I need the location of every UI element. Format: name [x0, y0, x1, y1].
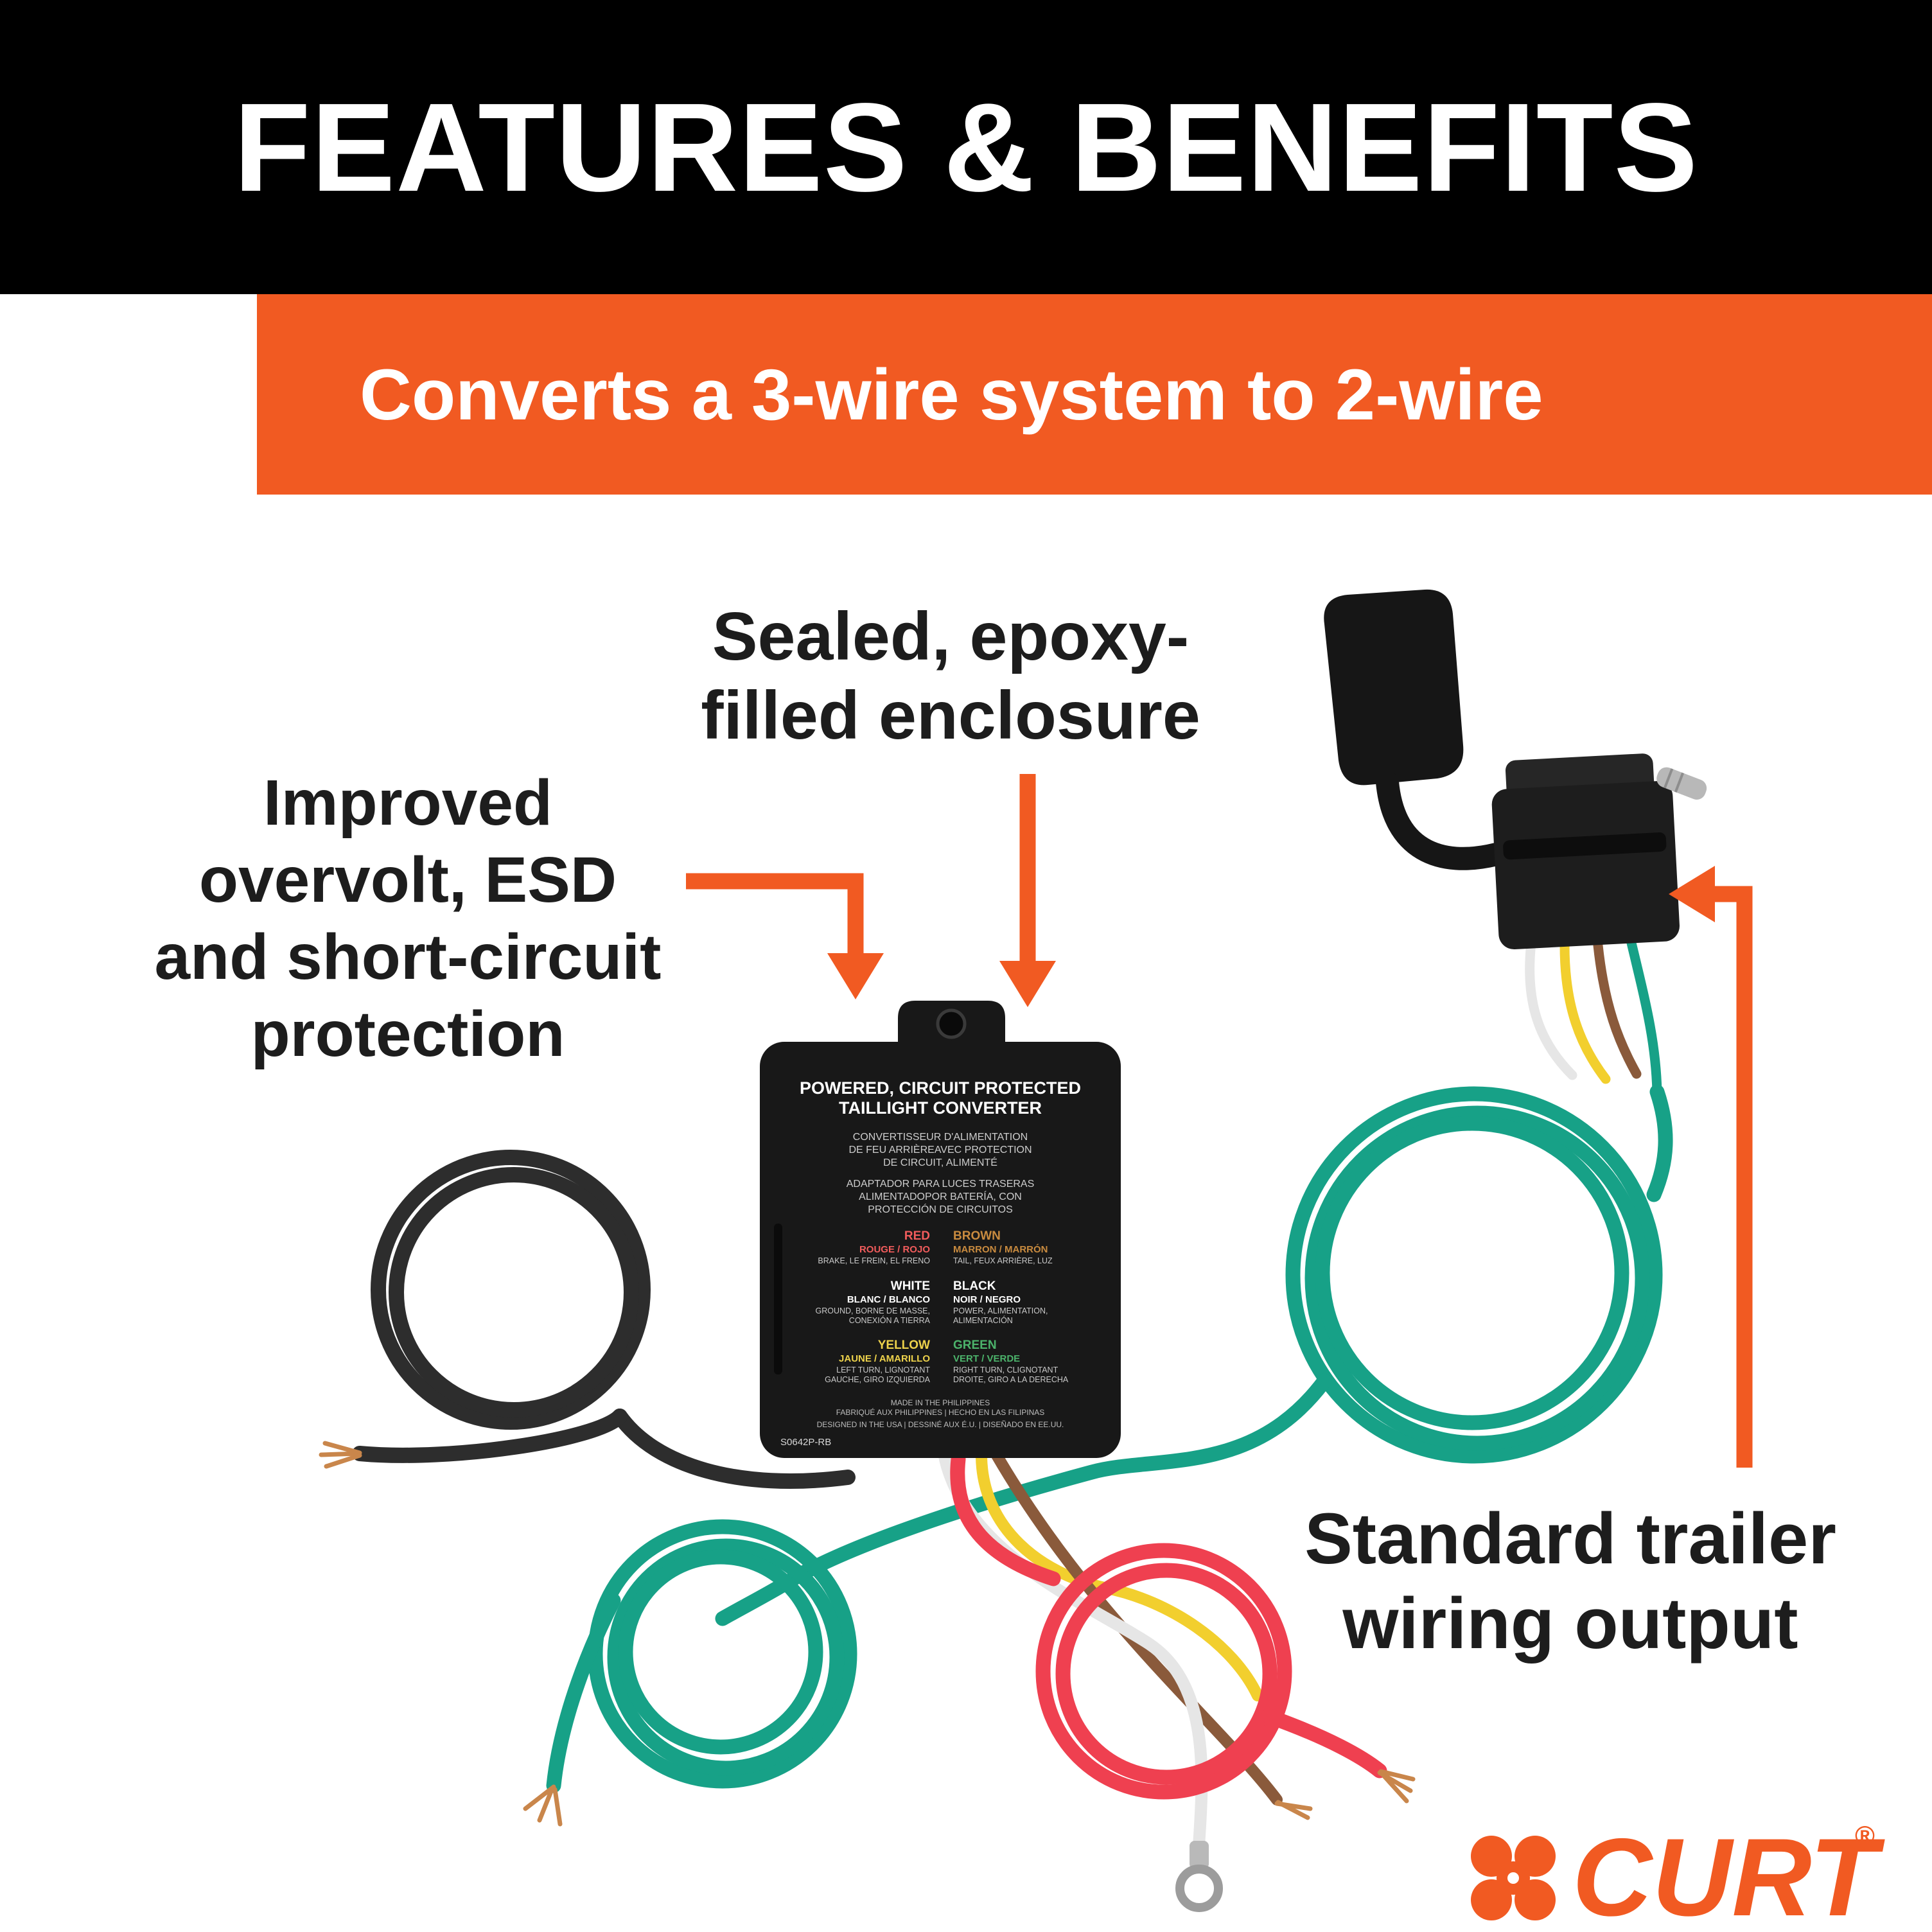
- subtitle-banner: Converts a 3-wire system to 2-wire: [257, 294, 1932, 495]
- dust-cap: [1324, 589, 1464, 786]
- copper-strands-brown-end: [1274, 1800, 1313, 1820]
- connector-wire-brown: [1593, 940, 1642, 1079]
- legend-black-alt: NOIR / NEGRO: [953, 1294, 1021, 1305]
- legend-brown-name: BROWN: [953, 1229, 1001, 1243]
- legend-black-desc2: ALIMENTACIÓN: [953, 1315, 1013, 1325]
- label-title-line1: POWERED, CIRCUIT PROTECTED: [800, 1078, 1081, 1098]
- callout-sealed-line1: Sealed, epoxy-: [712, 599, 1190, 674]
- label-fr-line2: DE FEU ARRIÈREAVEC PROTECTION: [848, 1143, 1032, 1155]
- label-footer-line2: FABRIQUÉ AUX PHILIPPINES | HECHO EN LAS …: [836, 1407, 1045, 1417]
- legend-green-desc1: RIGHT TURN, CLIGNOTANT: [953, 1366, 1058, 1374]
- arrow-overvolt-protection: [686, 873, 884, 999]
- legend-green-desc2: DROITE, GIRO A LA DERECHA: [953, 1375, 1069, 1384]
- red-wire-coil: [950, 1452, 1416, 1804]
- subtitle-text: Converts a 3-wire system to 2-wire: [360, 354, 1543, 435]
- callout-overvolt-line2: overvolt, ESD: [198, 844, 617, 916]
- label-footer-line1: MADE IN THE PHILIPPINES: [891, 1398, 990, 1407]
- copper-strands-green-end: [523, 1784, 563, 1827]
- connector-body: [1491, 753, 1707, 950]
- legend-green-name: GREEN: [953, 1339, 997, 1352]
- connector-wire-green: [1626, 938, 1662, 1097]
- page-title: FEATURES & BENEFITS: [233, 76, 1699, 218]
- callout-overvolt-protection: Improved overvolt, ESD and short-circuit…: [80, 764, 735, 1073]
- label-title-line2: TAILLIGHT CONVERTER: [839, 1098, 1042, 1118]
- curt-logo-registered-mark: ®: [1855, 1820, 1875, 1850]
- green-wire-coil-right: [792, 1084, 1673, 1583]
- connector-wire-yellow: [1559, 940, 1611, 1084]
- green-wire-coil-bottom-left: [523, 1519, 857, 1827]
- mounting-hole: [936, 1008, 967, 1039]
- legend-yellow-name: YELLOW: [878, 1339, 930, 1352]
- module-label: POWERED, CIRCUIT PROTECTED TAILLIGHT CON…: [780, 1078, 1081, 1448]
- legend-white-alt: BLANC / BLANCO: [847, 1294, 930, 1305]
- converter-module: POWERED, CIRCUIT PROTECTED TAILLIGHT CON…: [760, 1001, 1121, 1458]
- legend-white-desc2: CONEXIÓN A TIERRA: [849, 1315, 931, 1325]
- legend-yellow-alt: JAUNE / AMARILLO: [839, 1353, 930, 1364]
- callout-sealed-line2: filled enclosure: [701, 677, 1200, 753]
- callout-sealed-enclosure: Sealed, epoxy- filled enclosure: [610, 597, 1291, 755]
- arrow-wiring-output: [1669, 866, 1753, 1468]
- callout-overvolt-line1: Improved: [263, 767, 553, 839]
- module-side-slot: [774, 1224, 782, 1374]
- legend-green-alt: VERT / VERDE: [953, 1353, 1020, 1364]
- cap-strap: [1376, 771, 1508, 870]
- ring-terminal: [1175, 1841, 1223, 1912]
- copper-strands-black-end: [319, 1441, 362, 1469]
- legend-yellow-desc2: GAUCHE, GIRO IZQUIERDA: [825, 1375, 931, 1384]
- label-es-line2: ALIMENTADOPOR BATERÍA, CON: [859, 1190, 1022, 1202]
- legend-red-name: RED: [904, 1229, 930, 1243]
- label-es-line1: ADAPTADOR PARA LUCES TRASERAS: [847, 1179, 1035, 1190]
- module-body: [760, 1042, 1121, 1458]
- curt-logo-icon: [1471, 1836, 1556, 1920]
- legend-yellow-desc1: LEFT TURN, LIGNOTANT: [836, 1366, 930, 1374]
- copper-strands-red-end: [1377, 1769, 1416, 1804]
- callout-output-line1: Standard trailer: [1304, 1498, 1836, 1579]
- callout-output-line2: wiring output: [1342, 1583, 1798, 1664]
- legend-red-desc: BRAKE, LE FREIN, EL FRENO: [818, 1256, 930, 1265]
- callout-wiring-output: Standard trailer wiring output: [1240, 1497, 1901, 1666]
- arrow-sealed-enclosure: [999, 774, 1056, 1007]
- label-fr-line1: CONVERTISSEUR D'ALIMENTATION: [853, 1132, 1028, 1143]
- header-banner: FEATURES & BENEFITS: [0, 0, 1932, 294]
- label-es-line3: PROTECCIÓN DE CIRCUITOS: [868, 1203, 1013, 1215]
- legend-brown-desc: TAIL, FEUX ARRIÈRE, LUZ: [953, 1256, 1053, 1265]
- legend-red-alt: ROUGE / ROJO: [859, 1244, 930, 1255]
- legend-white-desc1: GROUND, BORNE DE MASSE,: [816, 1306, 931, 1315]
- label-fr-line3: DE CIRCUIT, ALIMENTÉ: [883, 1156, 997, 1168]
- legend-brown-alt: MARRON / MARRÓN: [953, 1243, 1048, 1255]
- label-footer-line3: DESIGNED IN THE USA | DESSINÉ AUX É.U. |…: [817, 1419, 1064, 1429]
- curt-logo: CURT ®: [1471, 1816, 1886, 1932]
- curt-logo-text: CURT: [1572, 1816, 1886, 1932]
- legend-white-name: WHITE: [891, 1279, 930, 1293]
- trailer-connector-assembly: [1324, 589, 1707, 1097]
- connector-metal-pin: [1656, 767, 1707, 800]
- black-ground-wire: [319, 1150, 856, 1489]
- callout-overvolt-line3: and short-circuit: [154, 921, 662, 993]
- legend-black-name: BLACK: [953, 1279, 996, 1293]
- callout-overvolt-line4: protection: [250, 998, 565, 1070]
- label-part-number: S0642P-RB: [780, 1437, 831, 1448]
- connector-wire-white: [1525, 938, 1577, 1080]
- legend-black-desc1: POWER, ALIMENTATION,: [953, 1306, 1048, 1315]
